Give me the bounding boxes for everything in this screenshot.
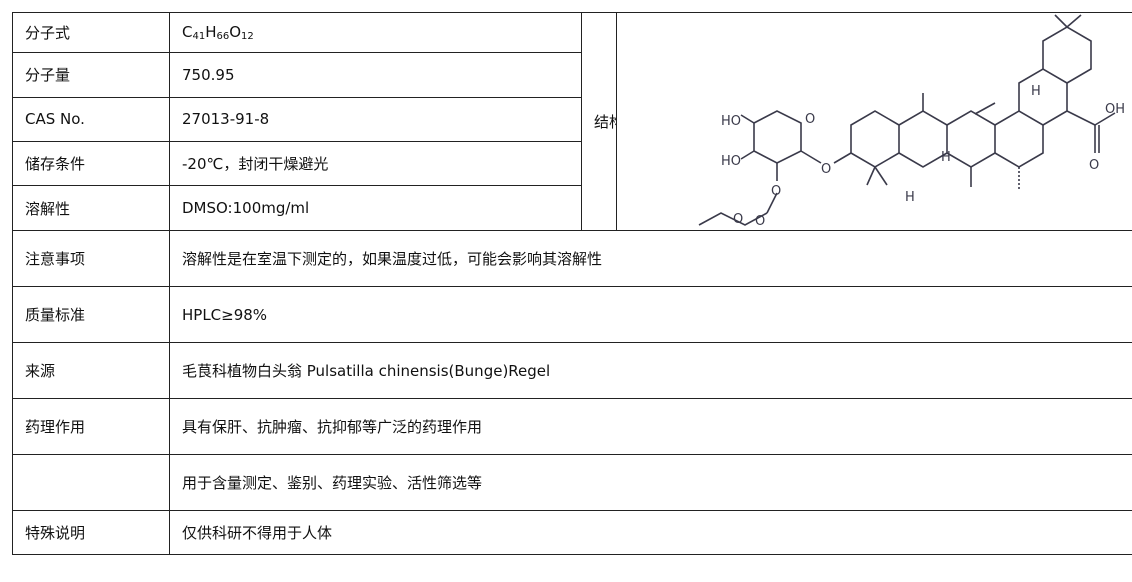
label-storage: 储存条件: [12, 140, 170, 187]
value-source: 毛茛科植物白头翁 Pulsatilla chinensis(Bunge)Rege…: [169, 342, 1132, 399]
value-cas: 27013-91-8: [169, 96, 582, 143]
table-row: 分子式 C41H66O12 结构式: [12, 11, 1132, 231]
label-notes: 注意事项: [12, 230, 170, 287]
value-notes: 溶解性是在室温下测定的，如果温度过低，可能会影响其溶解性: [169, 230, 1132, 287]
value-pharmacology: 具有保肝、抗肿瘤、抗抑郁等广泛的药理作用: [169, 398, 1132, 455]
atom-o-acid: O: [1089, 158, 1099, 173]
atom-o-ring: O: [805, 112, 815, 127]
atom-oh: OH: [1105, 102, 1125, 117]
atom-ho-2: HO: [721, 154, 741, 169]
atom-h-3: H: [905, 190, 915, 205]
label-solubility: 溶解性: [12, 185, 170, 231]
structure-image: HO HO O O O O O H H H OH O: [616, 12, 1132, 231]
table-row: 特殊说明 仅供科研不得用于人体: [12, 510, 1132, 555]
molecule-structure: HO HO O O O O O H H H OH O: [698, 14, 1125, 229]
value-special: 仅供科研不得用于人体: [169, 510, 1132, 555]
spec-table: 分子式 C41H66O12 结构式: [12, 11, 1132, 555]
label-cas: CAS No.: [12, 96, 170, 143]
label-special: 特殊说明: [12, 510, 170, 555]
value-usage: 用于含量测定、鉴别、药理实验、活性筛选等: [169, 454, 1132, 511]
value-mw: 750.95: [169, 52, 582, 98]
table-row: 用于含量测定、鉴别、药理实验、活性筛选等: [12, 454, 1132, 511]
atom-o-link: O: [821, 162, 831, 177]
value-solubility: DMSO:100mg/ml: [169, 185, 582, 231]
table-row: CAS No. 27013-91-8: [12, 96, 1132, 143]
table-row: 注意事项 溶解性是在室温下测定的，如果温度过低，可能会影响其溶解性: [12, 230, 1132, 287]
label-source: 来源: [12, 342, 170, 399]
atom-o-4: O: [733, 212, 743, 227]
table-row: 药理作用 具有保肝、抗肿瘤、抗抑郁等广泛的药理作用: [12, 398, 1132, 455]
atom-o-5: O: [755, 214, 765, 229]
table-row: 储存条件 -20℃，封闭干燥避光: [12, 140, 1132, 187]
atom-h-1: H: [1031, 84, 1041, 99]
label-formula: 分子式: [12, 11, 170, 54]
table-row: 来源 毛茛科植物白头翁 Pulsatilla chinensis(Bunge)R…: [12, 342, 1132, 399]
label-usage: [12, 454, 170, 511]
value-quality: HPLC≥98%: [169, 286, 1132, 343]
structure-label: 结构式: [581, 12, 617, 231]
atom-ho-1: HO: [721, 114, 741, 129]
label-pharmacology: 药理作用: [12, 398, 170, 455]
label-mw: 分子量: [12, 52, 170, 98]
atom-o-3: O: [771, 184, 781, 199]
label-quality: 质量标准: [12, 286, 170, 343]
table-row: 溶解性 DMSO:100mg/ml: [12, 185, 1132, 231]
value-formula: C41H66O12: [169, 11, 582, 54]
table-row: 质量标准 HPLC≥98%: [12, 286, 1132, 343]
value-storage: -20℃，封闭干燥避光: [169, 140, 582, 187]
atom-h-2: H: [941, 150, 951, 165]
